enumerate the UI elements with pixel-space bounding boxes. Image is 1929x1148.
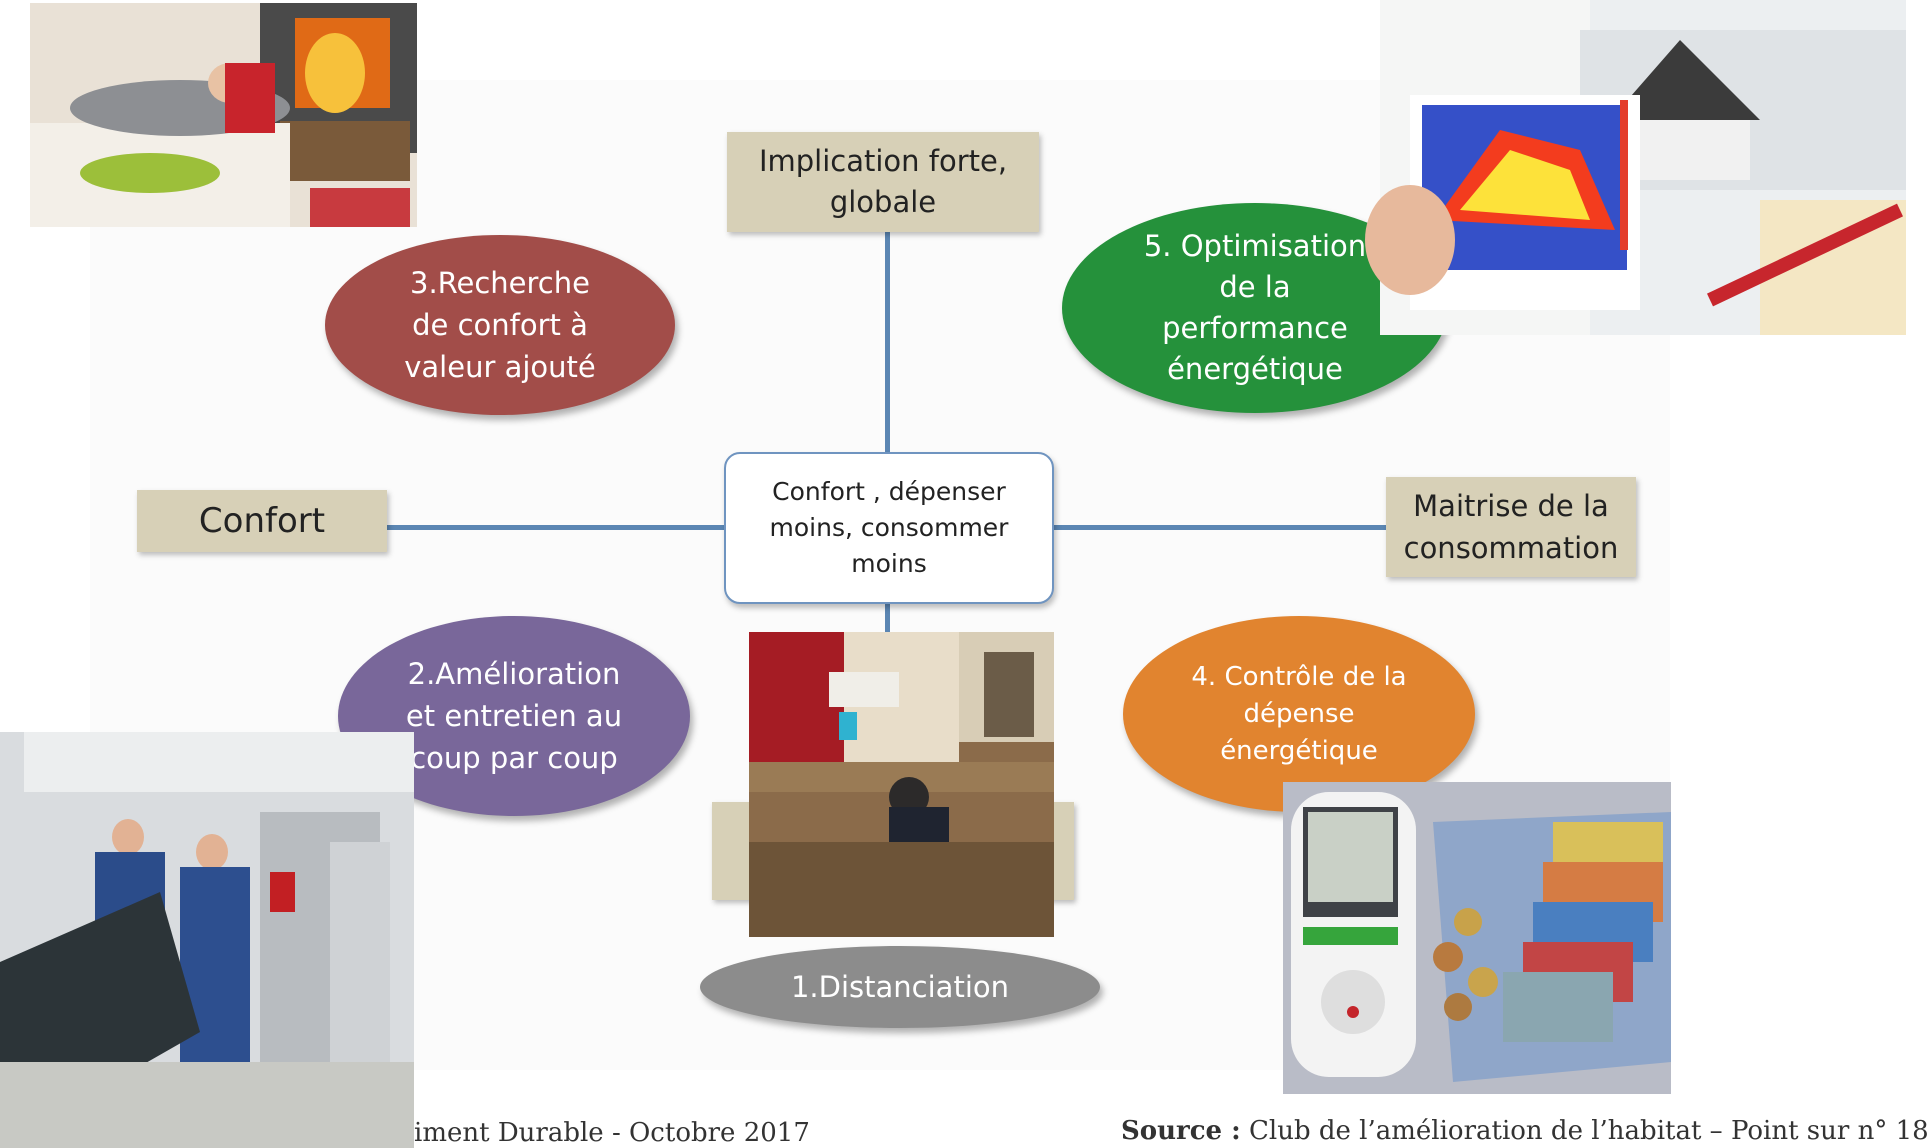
connector-horizontal-right bbox=[1048, 525, 1388, 530]
axis-top-box: Implication forte, globale bbox=[727, 132, 1039, 232]
segment-3-oval: 3.Recherche de confort à valeur ajouté bbox=[325, 235, 675, 415]
connector-vertical-bottom bbox=[885, 598, 890, 638]
segment-4-oval: 4. Contrôle de la dépense énergétique bbox=[1123, 616, 1475, 812]
connector-horizontal-left bbox=[385, 525, 726, 530]
footer-event-text: iment Durable - Octobre 2017 bbox=[414, 1118, 810, 1148]
center-box: Confort , dépenser moins, consommer moin… bbox=[724, 452, 1054, 604]
connector-vertical-top bbox=[885, 230, 890, 454]
photo-kitchen-diy bbox=[749, 632, 1054, 937]
axis-right-box: Maitrise de la consommation bbox=[1386, 477, 1636, 577]
photo-thermal-house bbox=[1365, 0, 1906, 335]
source-text: Club de l’amélioration de l’habitat – Po… bbox=[1240, 1116, 1929, 1146]
footer-source: Source : Club de l’amélioration de l’hab… bbox=[1121, 1116, 1929, 1146]
segment-1-oval: 1.Distanciation bbox=[700, 946, 1100, 1028]
photo-energy-meter-euros bbox=[1283, 782, 1671, 1094]
photo-comfort-fireplace bbox=[30, 3, 417, 227]
source-label: Source : bbox=[1121, 1116, 1241, 1146]
photo-technicians-boiler bbox=[0, 732, 414, 1148]
axis-left-box: Confort bbox=[137, 490, 387, 552]
